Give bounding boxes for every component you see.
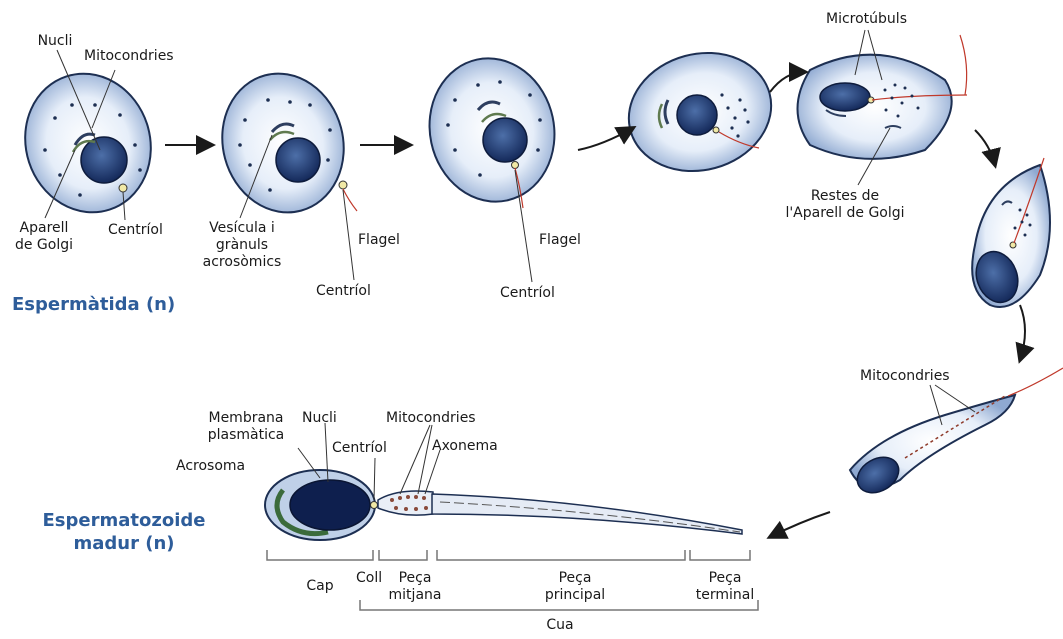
mature-spermatozoon <box>265 470 742 540</box>
spermatid-cell-4 <box>615 37 784 186</box>
label-peca-terminal: Peça terminal <box>685 570 765 604</box>
label-coll: Coll <box>356 570 382 587</box>
spermatid-cell-5 <box>798 35 968 159</box>
label-restes-golgi: Restes de l'Aparell de Golgi <box>760 188 930 222</box>
label-centriol-1: Centríol <box>108 222 163 239</box>
label-acrosoma: Acrosoma <box>176 458 245 475</box>
label-axonema: Axonema <box>432 438 498 455</box>
spermatid-cell-1 <box>7 57 168 228</box>
label-peca-principal: Peça principal <box>535 570 615 604</box>
label-vesicula: Vesícula i grànuls acrosòmics <box>192 220 292 271</box>
label-mitocondries-3: Mitocondries <box>386 410 476 427</box>
label-microtubuls: Microtúbuls <box>826 11 907 28</box>
spermatid-cell-3 <box>416 47 567 214</box>
label-nucli-2: Nucli <box>302 410 337 427</box>
label-mitocondries-1: Mitocondries <box>84 48 174 65</box>
label-aparell-golgi: Aparell de Golgi <box>4 220 84 254</box>
title-espermatida: Espermàtida (n) <box>12 293 175 316</box>
label-mitocondries-2: Mitocondries <box>860 368 950 385</box>
label-cap: Cap <box>290 578 350 595</box>
spermatid-cell-7 <box>850 368 1063 500</box>
label-flagel-2: Flagel <box>358 232 400 249</box>
spermatid-cell-2 <box>207 60 359 226</box>
spermatid-cell-6 <box>969 158 1050 308</box>
label-membrana: Membrana plasmàtica <box>196 410 296 444</box>
label-peca-mitjana: Peça mitjana <box>380 570 450 604</box>
label-flagel-3: Flagel <box>539 232 581 249</box>
label-centriol-2: Centríol <box>316 283 371 300</box>
label-cua: Cua <box>530 617 590 634</box>
label-centriol-3: Centríol <box>500 285 555 302</box>
label-centriol-4: Centríol <box>332 440 387 457</box>
title-espermatozoide: Espermatozoide madur (n) <box>24 509 224 555</box>
label-nucli-1: Nucli <box>30 33 80 50</box>
